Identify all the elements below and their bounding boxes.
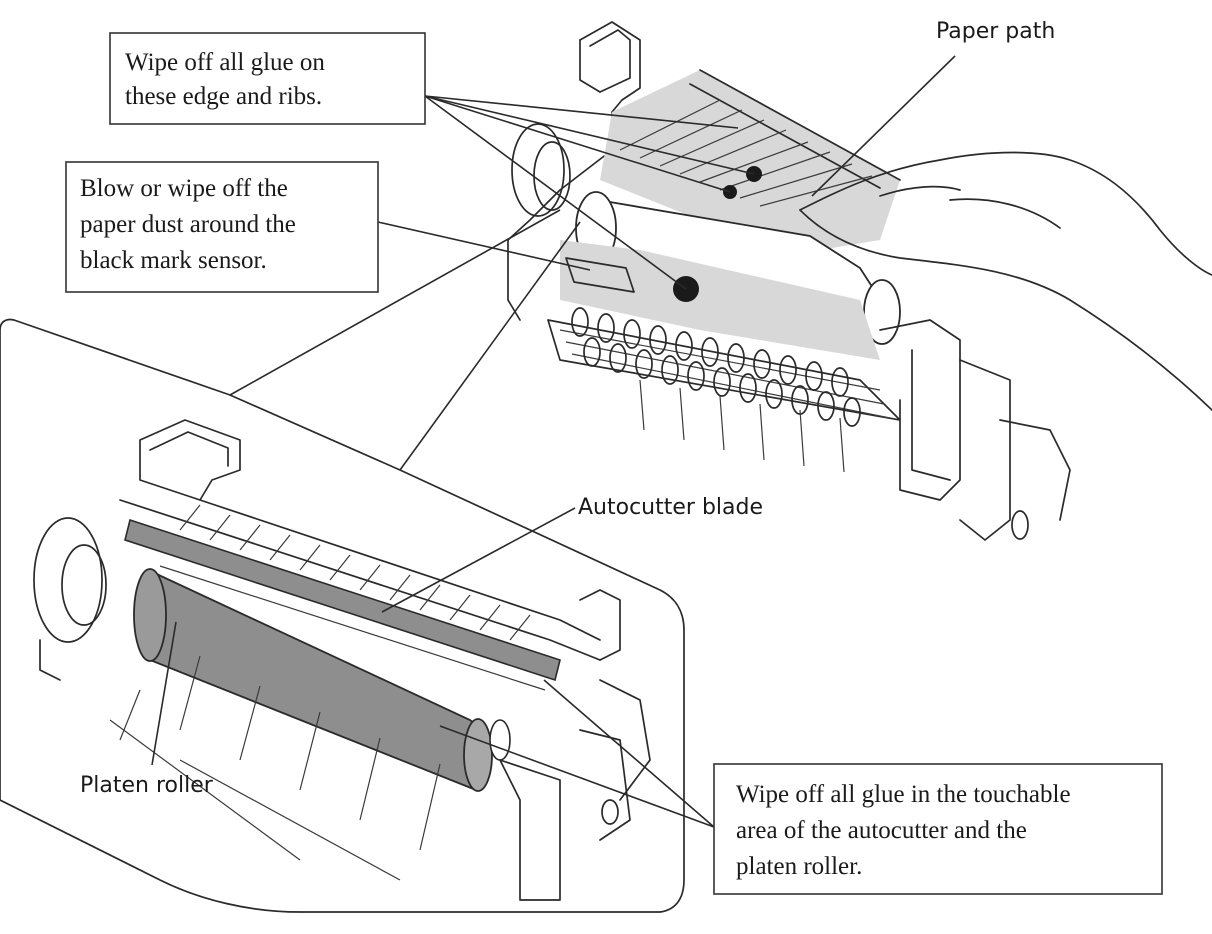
- lower-closeup-inset: [0, 209, 685, 913]
- leader-lines: [151, 55, 956, 828]
- label-platen-roller: Platen roller: [80, 773, 214, 798]
- platen-roller: [133, 568, 487, 792]
- hand-icon: [799, 151, 1212, 276]
- autocutter-blade-strip: [124, 518, 561, 682]
- svg-text:Wipe off all glue in the touch: Wipe off all glue in the touchable: [736, 781, 1071, 808]
- svg-text:these edge and ribs.: these edge and ribs.: [125, 83, 322, 110]
- svg-text:Wipe off all glue on: Wipe off all glue on: [125, 49, 325, 76]
- svg-text:platen roller.: platen roller.: [736, 853, 862, 880]
- zoom-line-left: [229, 209, 561, 396]
- black-mark-sensor: [565, 257, 635, 293]
- label-paper-path: Paper path: [936, 19, 1055, 44]
- gear-wheel-closeup: [33, 517, 103, 643]
- svg-text:paper dust around the: paper dust around the: [80, 211, 296, 238]
- inset-frame: [0, 318, 685, 913]
- label-autocutter-blade: Autocutter blade: [578, 495, 763, 520]
- callout-box-glue-touchable: Wipe off all glue in the touchable area …: [713, 763, 1163, 895]
- svg-text:area of the autocutter and the: area of the autocutter and the: [736, 817, 1027, 844]
- upper-mechanism-illustration: [507, 21, 1212, 541]
- callout-box-dust-sensor: Blow or wipe off the paper dust around t…: [65, 161, 379, 293]
- zoom-line-right: [399, 221, 581, 471]
- gear-wheel-left: [511, 123, 565, 217]
- svg-text:black mark sensor.: black mark sensor.: [80, 247, 267, 274]
- svg-text:Autocutter blade: Autocutter blade: [578, 495, 763, 520]
- paper-path-area: [600, 70, 900, 250]
- svg-text:Platen roller: Platen roller: [80, 773, 214, 798]
- svg-text:Blow or wipe off the: Blow or wipe off the: [80, 175, 288, 202]
- svg-text:Paper path: Paper path: [936, 19, 1055, 44]
- callout-box-glue-edges: Wipe off all glue on these edge and ribs…: [109, 32, 426, 125]
